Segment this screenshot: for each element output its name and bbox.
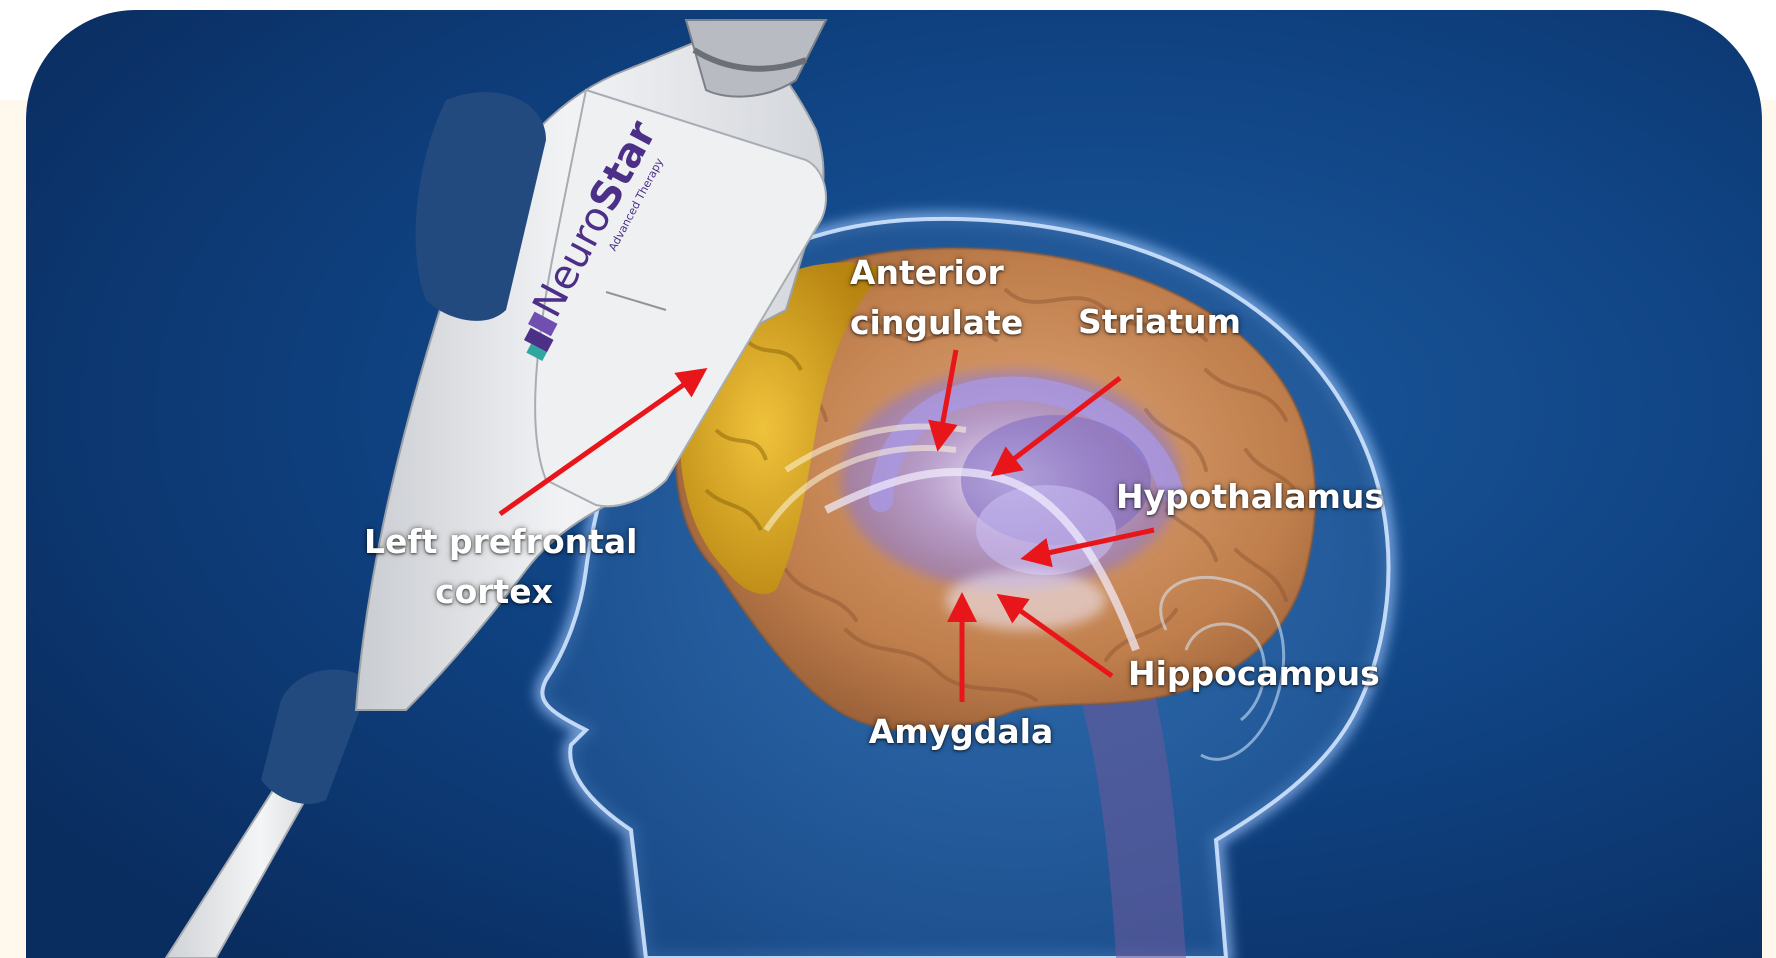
label-striatum: Striatum	[1078, 297, 1238, 347]
diagram-artwork: NeuroStar Advanced Therapy	[26, 10, 1762, 958]
label-anterior-cingulate-line2: cingulate	[850, 298, 1000, 348]
label-anterior-cingulate: Anterior cingulate	[850, 248, 1000, 348]
brain-diagram: NeuroStar Advanced Therapy Anterior cing…	[26, 10, 1762, 958]
label-left-prefrontal-cortex: Left prefrontal cortex	[364, 517, 624, 617]
label-left-prefrontal-line1: Left prefrontal	[364, 517, 624, 567]
label-hypothalamus: Hypothalamus	[1116, 472, 1356, 522]
hippocampus-body	[946, 570, 1106, 630]
label-anterior-cingulate-line1: Anterior	[850, 248, 1000, 298]
label-amygdala-text: Amygdala	[866, 707, 1056, 757]
label-hippocampus-text: Hippocampus	[1128, 649, 1368, 699]
label-striatum-text: Striatum	[1078, 297, 1238, 347]
label-hypothalamus-text: Hypothalamus	[1116, 472, 1356, 522]
label-amygdala: Amygdala	[866, 707, 1056, 757]
label-hippocampus: Hippocampus	[1128, 649, 1368, 699]
label-left-prefrontal-line2: cortex	[364, 567, 624, 617]
